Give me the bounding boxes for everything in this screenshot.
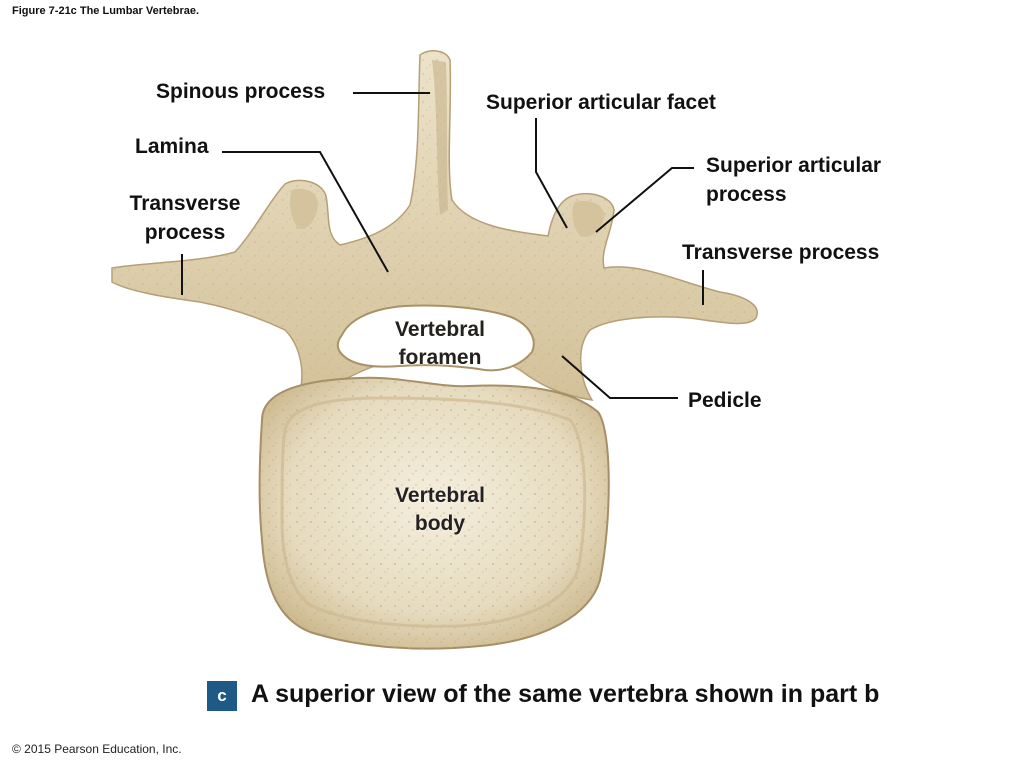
- label-pedicle: Pedicle: [688, 389, 762, 412]
- label-transverse-process-left-line2: process: [144, 221, 226, 244]
- label-vertebral-body-line1: Vertebral: [395, 484, 485, 507]
- leader-pedicle: [561, 355, 678, 399]
- figure-title: Figure 7-21c The Lumbar Vertebrae.: [12, 5, 200, 17]
- leader-superior-articular-process: [595, 167, 694, 233]
- part-badge: c: [207, 680, 237, 711]
- label-vertebral-body-line2: body: [414, 512, 466, 535]
- figure-caption: c A superior view of the same vertebra s…: [207, 676, 879, 712]
- leader-lamina: [222, 151, 389, 273]
- vertebral-arch: [111, 50, 758, 401]
- leader-superior-articular-facet: [535, 118, 568, 229]
- label-transverse-process-left-line1: Transverse: [129, 192, 241, 215]
- label-vertebral-foramen-line2: foramen: [398, 346, 482, 369]
- label-transverse-process-left: Transverse process: [110, 189, 260, 247]
- label-vertebral-foramen: Vertebral foramen: [365, 316, 515, 372]
- copyright-notice: © 2015 Pearson Education, Inc.: [12, 742, 182, 756]
- label-superior-articular-process-line1: Superior articular: [706, 154, 882, 177]
- label-superior-articular-facet: Superior articular facet: [486, 91, 716, 114]
- label-vertebral-foramen-line1: Vertebral: [395, 318, 485, 341]
- label-superior-articular-process-line2: process: [706, 183, 787, 206]
- caption-text: A superior view of the same vertebra sho…: [251, 679, 880, 708]
- label-spinous-process: Spinous process: [156, 80, 326, 103]
- label-vertebral-body: Vertebral body: [365, 482, 515, 538]
- vertebral-foramen-opening: [336, 304, 535, 372]
- label-transverse-process-right: Transverse process: [682, 241, 880, 264]
- leader-lines: [181, 92, 704, 399]
- label-lamina: Lamina: [135, 135, 209, 158]
- label-superior-articular-process: Superior articular process: [706, 151, 881, 209]
